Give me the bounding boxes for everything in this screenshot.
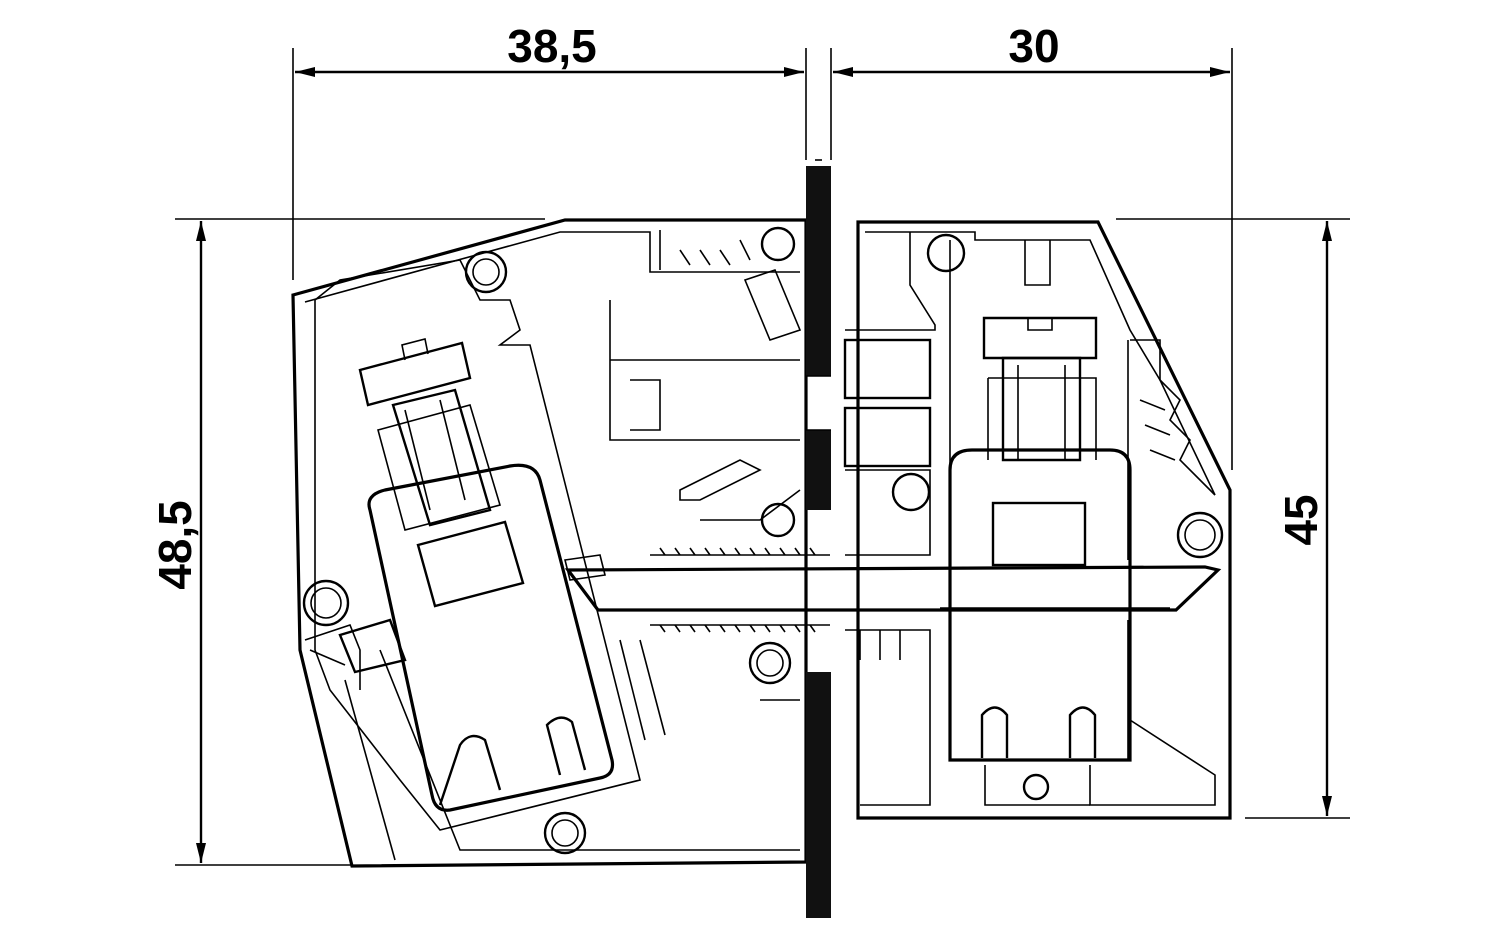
hole-icon: [302, 579, 350, 627]
left-mounting-holes: [302, 226, 796, 855]
hole-icon: [891, 472, 931, 512]
hole-icon: [464, 250, 508, 294]
dimension-label-width-right: 30: [1008, 20, 1059, 72]
left-latch: [309, 618, 407, 674]
right-housing: [845, 220, 1232, 820]
dimension-height-right: 45: [1116, 218, 1350, 819]
right-terminal-blocks: [843, 338, 932, 468]
left-screw: [358, 338, 502, 531]
left-housing: [291, 218, 808, 868]
hole-icon: [748, 641, 792, 685]
dimension-label-height-left: 48,5: [149, 500, 201, 590]
dimension-width-left: 38,5: [292, 20, 807, 280]
hole-icon: [1022, 773, 1050, 801]
right-clamp-body: [948, 448, 1132, 762]
right-mounting-holes: [891, 233, 1224, 801]
dimension-label-height-right: 45: [1275, 494, 1327, 545]
hole-icon: [543, 811, 587, 855]
hole-icon: [760, 502, 796, 538]
hole-icon: [760, 226, 796, 262]
hole-icon: [926, 233, 966, 273]
dimension-label-width-left: 38,5: [507, 20, 597, 72]
dimension-height-left: 48,5: [149, 218, 545, 866]
mounting-panel: [806, 159, 831, 918]
hole-icon: [1176, 511, 1224, 559]
connecting-bridge: [564, 547, 1222, 633]
dimension-width-right: 30: [830, 20, 1233, 470]
right-screw: [982, 316, 1098, 462]
left-clamp-body: [367, 463, 615, 812]
